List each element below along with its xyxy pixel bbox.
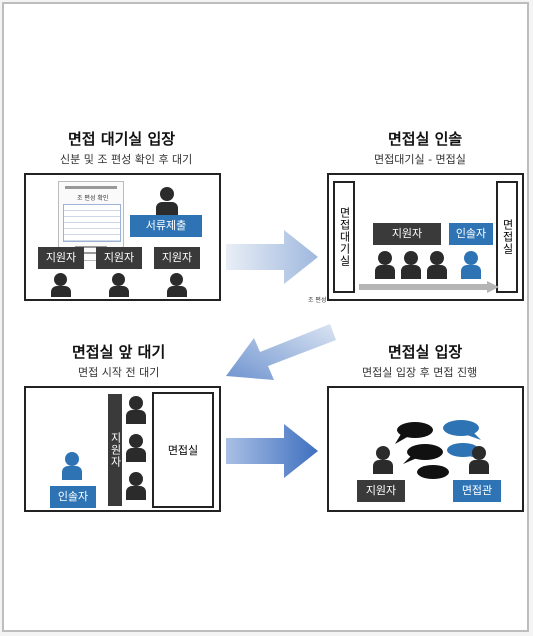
doc-header: 조 편성 확인 <box>77 195 109 202</box>
interviewer-label: 면접관 <box>453 480 501 502</box>
step1-panel: 조 편성 확인 서류제출 지원자 지원자 지원자 <box>24 173 221 301</box>
interview-room-box: 면접실 <box>152 392 214 508</box>
step1-title: 면접 대기실 입장 <box>68 130 176 148</box>
applicant-person-2 <box>401 251 421 279</box>
step1-subtitle: 신분 및 조 편성 확인 후 대기 <box>60 153 193 166</box>
interviewer-person <box>469 446 489 474</box>
arrow-right-icon <box>226 230 318 284</box>
movement-arrow-icon <box>359 281 499 293</box>
applicant-label-1: 지원자 <box>38 247 84 269</box>
applicant-person-3 <box>427 251 447 279</box>
doc-footer-line2 <box>81 252 105 254</box>
applicant-person <box>373 446 393 474</box>
applicant-label-2: 지원자 <box>96 247 142 269</box>
step2-panel: 면접대기실 면접실 지원자 인솔자 <box>327 173 524 301</box>
diagram-frame <box>2 2 529 632</box>
step4-subtitle: 면접실 입장 후 면접 진행 <box>362 366 478 379</box>
applicant-label: 지원자 <box>357 480 405 502</box>
applicant-person-3 <box>167 273 187 297</box>
group-note: 조 편성 <box>308 297 327 304</box>
escort-label: 인솔자 <box>449 223 493 245</box>
waiting-person-1 <box>126 396 146 424</box>
escort-person <box>62 452 82 480</box>
waiting-person-3 <box>126 472 146 500</box>
doc-table <box>63 204 121 242</box>
escort-person <box>461 251 481 279</box>
doc-footer-line <box>75 246 107 248</box>
step4-panel: 지원자 면접관 <box>327 386 524 512</box>
arrow-down-left-icon <box>226 324 336 380</box>
waiting-person-2 <box>126 434 146 462</box>
step2-title: 면접실 인솔 <box>388 130 463 148</box>
step3-panel: 지원자 면접실 인솔자 <box>24 386 221 512</box>
doc-title-bar <box>65 186 117 189</box>
arrow-right-icon-2 <box>226 424 318 478</box>
applicant-label: 지원자 <box>373 223 441 245</box>
step4-title: 면접실 입장 <box>388 343 463 361</box>
staff-person <box>156 187 178 215</box>
submit-documents-label: 서류제출 <box>130 215 202 237</box>
interview-room-box: 면접실 <box>496 181 518 293</box>
step3-subtitle: 면접 시작 전 대기 <box>78 366 160 379</box>
applicant-person-2 <box>109 273 129 297</box>
applicant-person-1 <box>51 273 71 297</box>
waiting-room-box: 면접대기실 <box>333 181 355 293</box>
applicant-vertical-label: 지원자 <box>108 394 122 506</box>
applicant-label-3: 지원자 <box>154 247 200 269</box>
step3-title: 면접실 앞 대기 <box>72 343 166 361</box>
escort-label: 인솔자 <box>50 486 96 508</box>
speech-bubbles-icon <box>395 420 483 479</box>
applicant-person-1 <box>375 251 395 279</box>
step2-subtitle: 면접대기실 - 면접실 <box>374 153 466 166</box>
